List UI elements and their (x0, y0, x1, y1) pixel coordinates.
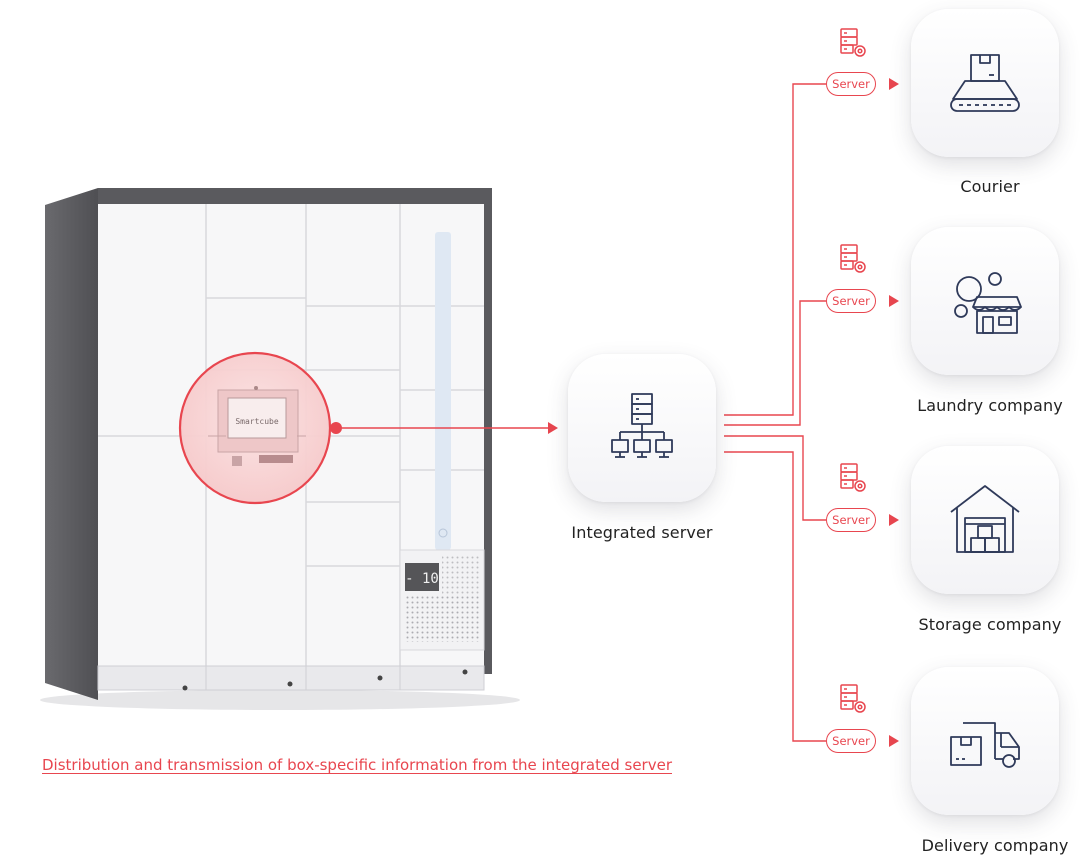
laundry-company-label: Laundry company (917, 396, 1063, 415)
hub-to-storage-line (724, 435, 826, 521)
server-network-icon (611, 393, 673, 458)
warehouse-icon (950, 485, 1020, 553)
server-settings-icon (840, 463, 866, 492)
courier-arrowhead (889, 78, 899, 90)
delivery-truck-icon (950, 722, 1020, 768)
server-settings-icon (840, 28, 866, 57)
server-settings-icon (840, 684, 866, 713)
kiosk-zoom-highlight: Smartcube (178, 351, 342, 505)
hub-arrowhead (548, 422, 558, 434)
storage-server-badge: Server (826, 508, 876, 532)
integrated-server-card (568, 354, 716, 502)
courier-server-badge: Server (826, 72, 876, 96)
courier-card (911, 9, 1059, 157)
server-settings-icon (840, 244, 866, 273)
courier-label: Courier (960, 177, 1020, 196)
storage-company-card (911, 446, 1059, 594)
kiosk-screen-text: Smartcube (235, 417, 279, 426)
delivery-company-card (911, 667, 1059, 815)
temperature-display: - 10 (405, 571, 439, 587)
delivery-server-badge: Server (826, 729, 876, 753)
storage-arrowhead (889, 514, 899, 526)
hub-to-laundry-line (724, 300, 826, 426)
delivery-arrowhead (889, 735, 899, 747)
integrated-server-label: Integrated server (571, 523, 713, 542)
laundry-arrowhead (889, 295, 899, 307)
conveyor-box-icon (950, 54, 1020, 112)
hub-to-courier-line (724, 83, 826, 416)
laundry-server-badge: Server (826, 289, 876, 313)
laundry-company-card (911, 227, 1059, 375)
laundry-shop-icon (954, 272, 1022, 334)
delivery-company-label: Delivery company (921, 836, 1069, 855)
storage-company-label: Storage company (918, 615, 1062, 634)
hub-to-delivery-line (724, 451, 826, 742)
connection-lines (342, 83, 826, 742)
diagram-caption: Distribution and transmission of box-spe… (42, 756, 672, 774)
smart-locker-illustration: - 10 (40, 188, 520, 710)
